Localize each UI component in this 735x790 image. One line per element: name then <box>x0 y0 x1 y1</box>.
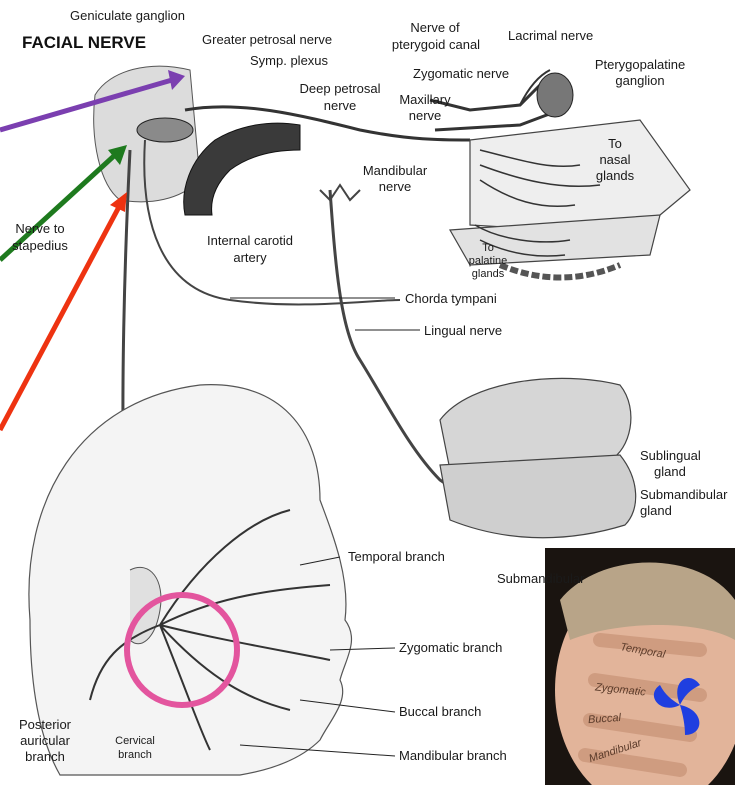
label-temporal-branch: Temporal branch <box>348 550 445 564</box>
pterygopalatine-ganglion <box>537 73 573 117</box>
nasal-cavity <box>470 120 690 230</box>
label-posterior-auricular-2: auricular <box>5 734 85 748</box>
mandibular-nerve-end <box>320 185 360 200</box>
label-posterior-auricular-1: Posterior <box>5 718 85 732</box>
label-maxillary-1: Maxillary <box>390 93 460 107</box>
label-deep-petrosal-1: Deep petrosal <box>290 82 390 96</box>
teeth-row <box>500 265 620 278</box>
label-deep-petrosal-2: nerve <box>290 99 390 113</box>
label-pterygopalatine-1: Pterygopalatine <box>585 58 695 72</box>
label-to-palatine-1: To <box>468 242 508 254</box>
label-nerve-to-stapedius-1: Nerve to <box>0 222 80 236</box>
label-submandibular-ganglion: Submandibular <box>497 572 584 586</box>
label-geniculate-ganglion: Geniculate ganglion <box>70 9 185 23</box>
label-to-nasal-3: glands <box>590 169 640 183</box>
geniculate-region <box>137 118 193 142</box>
label-internal-carotid-1: Internal carotid <box>190 234 310 248</box>
label-zygomatic-branch: Zygomatic branch <box>399 641 502 655</box>
label-mandibular-nerve-2: nerve <box>355 180 435 194</box>
diagram-title: FACIAL NERVE <box>22 36 146 50</box>
label-submandibular-gland-2: gland <box>640 504 672 518</box>
label-to-palatine-2: palatine <box>458 255 518 267</box>
label-nerve-of: Nerve of <box>380 21 490 35</box>
label-submandibular-gland-1: Submandibular <box>640 488 727 502</box>
label-to-nasal-1: To <box>590 137 640 151</box>
label-zygomatic-nerve: Zygomatic nerve <box>413 67 509 81</box>
photo-label-buccal: Buccal <box>588 712 622 726</box>
label-greater-petrosal-nerve: Greater petrosal nerve <box>202 33 332 47</box>
label-pterygoid-canal: pterygoid canal <box>366 38 506 52</box>
label-sublingual-2: gland <box>654 465 686 479</box>
label-chorda-tympani: Chorda tympani <box>405 292 497 306</box>
label-pterygopalatine-2: ganglion <box>585 74 695 88</box>
label-cervical-1: Cervical <box>100 735 170 747</box>
label-internal-carotid-2: artery <box>190 251 310 265</box>
label-symp-plexus: Symp. plexus <box>250 54 328 68</box>
label-buccal-branch: Buccal branch <box>399 705 481 719</box>
label-nerve-to-stapedius-2: stapedius <box>0 239 80 253</box>
label-lacrimal-nerve: Lacrimal nerve <box>508 29 593 43</box>
label-posterior-auricular-3: branch <box>5 750 85 764</box>
label-to-nasal-2: nasal <box>590 153 640 167</box>
internal-carotid-artery <box>184 123 300 215</box>
head-outline <box>29 385 352 775</box>
label-maxillary-2: nerve <box>390 109 460 123</box>
label-mandibular-branch: Mandibular branch <box>399 749 507 763</box>
label-sublingual-1: Sublingual <box>640 449 701 463</box>
label-cervical-2: branch <box>100 749 170 761</box>
label-to-palatine-3: glands <box>458 268 518 280</box>
label-lingual-nerve: Lingual nerve <box>424 324 502 338</box>
label-mandibular-nerve-1: Mandibular <box>355 164 435 178</box>
submandibular-gland <box>440 455 636 538</box>
